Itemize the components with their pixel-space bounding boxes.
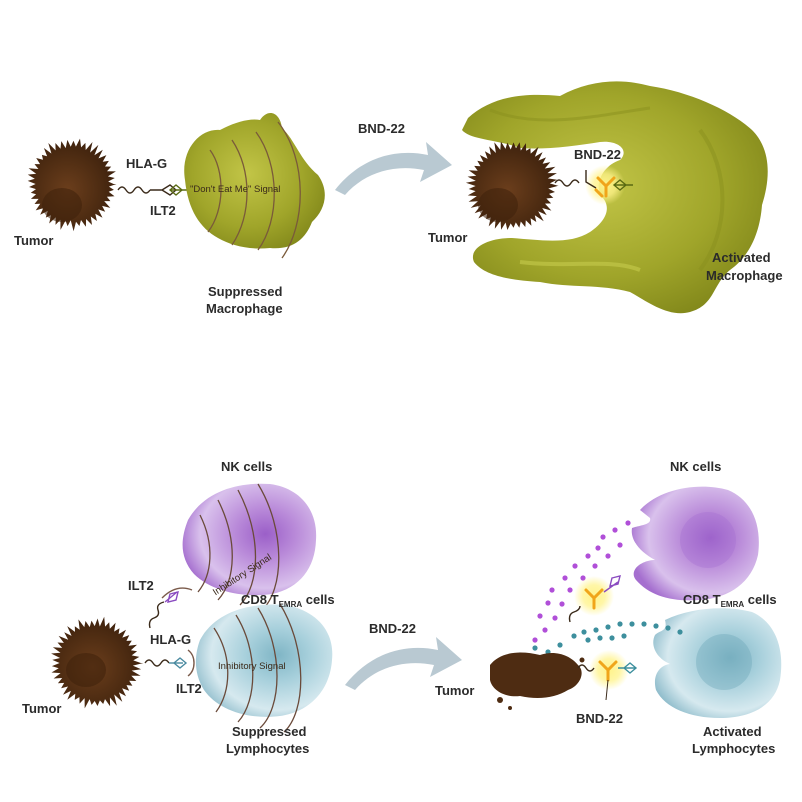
treatment-arrow-bottom: [345, 637, 462, 690]
antibody-icon: [594, 176, 616, 198]
nk-cell-activated: [631, 486, 759, 601]
lymph-inhibitory-signal-label: Inhibitory Signal: [218, 661, 286, 672]
purple-cytokine-dot: [600, 534, 606, 540]
teal-cytokine-dot: [557, 642, 563, 648]
hla-g-receptor: [117, 184, 188, 196]
activated-lymph-line2: Lymphocytes: [692, 741, 775, 756]
tumor-label-bottom-right: Tumor: [435, 683, 474, 698]
cd8-temra-label: CD8 TEMRA cells: [241, 592, 335, 609]
bnd22-arrow-label-bottom: BND-22: [369, 621, 416, 636]
purple-cytokine-dot: [617, 542, 623, 548]
nk-cells-label-right: NK cells: [670, 459, 721, 474]
teal-cytokine-dot: [581, 629, 587, 635]
activated-label-line2: Macrophage: [706, 268, 783, 283]
tumor-cell-top-left: [27, 138, 117, 232]
ilt2-label: ILT2: [150, 203, 176, 218]
activated-label-line1: Activated: [712, 250, 771, 265]
hla-g-label-lower: HLA-G: [150, 632, 191, 647]
teal-cytokine-dot: [641, 621, 647, 627]
tumor-fragment-bottom-right: [490, 652, 585, 710]
teal-cytokine-dot: [609, 635, 615, 641]
nk-cell-suppressed: [182, 483, 317, 611]
suppressed-lymph-line2: Lymphocytes: [226, 741, 309, 756]
suppressed-macrophage-cell: [184, 113, 325, 259]
treatment-arrow-top: [335, 142, 452, 195]
purple-cytokine-dot: [605, 553, 611, 559]
suppressed-lymph-line1: Suppressed: [232, 724, 306, 739]
purple-cytokine-dot: [612, 527, 618, 533]
teal-cytokine-dot: [597, 635, 603, 641]
dont-eat-me-signal-label: "Don't Eat Me" Signal: [190, 184, 280, 195]
suppressed-label-line2: Macrophage: [206, 301, 283, 316]
purple-cytokine-dot: [585, 553, 591, 559]
ilt2-receptor-nk: [148, 587, 193, 629]
teal-cytokine-dot: [571, 633, 577, 639]
bnd22-arrow-label: BND-22: [358, 121, 405, 136]
tumor-label-right: Tumor: [428, 230, 467, 245]
hla-g-label: HLA-G: [126, 156, 167, 171]
lymphocyte-activated: [653, 608, 782, 718]
suppressed-label-line1: Suppressed: [208, 284, 282, 299]
teal-cytokine-dot: [677, 629, 683, 635]
tumor-label-bottom: Tumor: [22, 701, 61, 716]
purple-cytokine-dot: [549, 587, 555, 593]
tumor-cell-bottom-left: [51, 616, 144, 709]
purple-cytokine-dot: [532, 637, 538, 643]
bnd22-antibody-label-bottom: BND-22: [576, 711, 623, 726]
purple-cytokine-dot: [537, 613, 543, 619]
teal-cytokine-dot: [605, 624, 611, 630]
antibody-binding-top: [554, 165, 633, 205]
activated-lymph-line1: Activated: [703, 724, 762, 739]
lymphocyte-suppressed: [195, 603, 333, 733]
purple-cytokine-dot: [625, 520, 631, 526]
antibody-binding-lymph: [577, 650, 638, 701]
purple-cytokine-dot: [559, 601, 565, 607]
ilt2-label-upper: ILT2: [128, 578, 154, 593]
tumor-label: Tumor: [14, 233, 53, 248]
teal-cytokine-dot: [617, 621, 623, 627]
teal-cytokine-dot: [653, 623, 659, 629]
cd8-temra-label-right: CD8 TEMRA cells: [683, 592, 777, 609]
purple-cytokine-dot: [542, 627, 548, 633]
teal-cytokine-dot: [593, 627, 599, 633]
teal-cytokine-dot: [532, 645, 538, 651]
antibody-icon-nk: [584, 588, 604, 610]
teal-cytokine-dot: [585, 637, 591, 643]
bnd22-antibody-label: BND-22: [574, 147, 621, 162]
antibody-icon-lymph: [598, 660, 618, 682]
purple-cytokine-dot: [545, 600, 551, 606]
antibody-binding-nk: [568, 575, 621, 623]
teal-cytokine-dot: [621, 633, 627, 639]
purple-cytokine-dot: [562, 575, 568, 581]
teal-cytokine-dot: [629, 621, 635, 627]
tumor-cell-top-right: [465, 141, 559, 230]
purple-cytokine-dot: [552, 615, 558, 621]
hla-g-receptor-lower: [144, 649, 195, 677]
purple-cytokine-dot: [592, 563, 598, 569]
purple-cytokine-dot: [567, 587, 573, 593]
nk-cells-label: NK cells: [221, 459, 272, 474]
purple-cytokine-dot: [595, 545, 601, 551]
teal-cytokine-dot: [665, 625, 671, 631]
ilt2-label-lower: ILT2: [176, 681, 202, 696]
purple-cytokine-dot: [572, 563, 578, 569]
